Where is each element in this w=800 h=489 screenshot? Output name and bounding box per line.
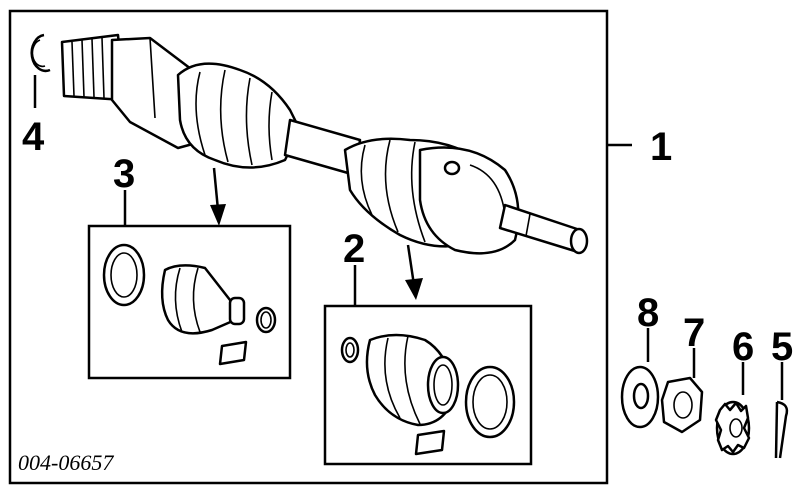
callout-7: 7: [683, 311, 705, 355]
inner-boot-kit-parts: [102, 243, 277, 366]
diagram-code: 004-06657: [18, 450, 114, 475]
washer-part-8: [620, 365, 660, 429]
arrow-to-kit-3: [210, 167, 226, 226]
hex-nut-part-7: [660, 376, 704, 434]
outer-boot-kit-box: [323, 304, 533, 466]
axle-shaft-assembly: [60, 33, 589, 255]
callout-5: 5: [771, 325, 793, 369]
callout-4: 4: [22, 115, 45, 159]
inner-boot-kit-box: [87, 224, 292, 380]
outer-boot-kit-parts: [340, 333, 516, 456]
callout-6: 6: [732, 325, 754, 369]
callout-8: 8: [637, 291, 659, 335]
cotter-pin-part-5: [774, 400, 789, 459]
callout-2: 2: [343, 227, 365, 271]
arrow-to-kit-2: [405, 244, 423, 300]
main-assembly-frame: [8, 9, 609, 485]
callout-3: 3: [113, 152, 135, 196]
snap-ring-part-4: [30, 33, 51, 108]
castle-nut-part-6: [714, 400, 751, 456]
callout-1: 1: [650, 125, 672, 169]
